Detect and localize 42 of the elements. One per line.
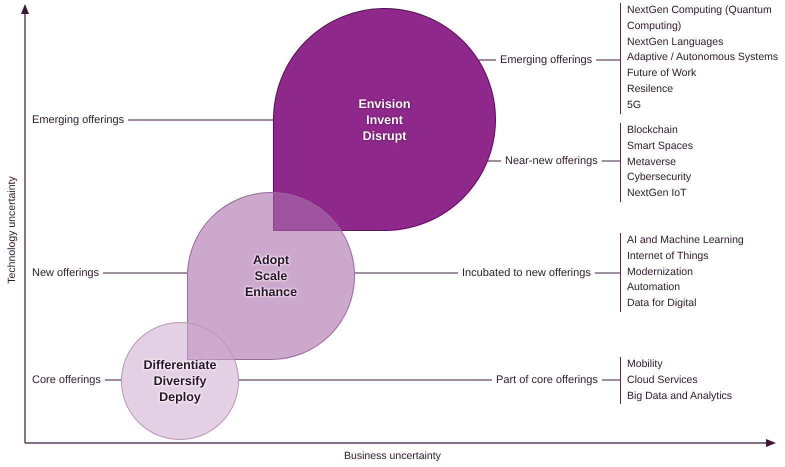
list-item: Metaverse (627, 154, 678, 170)
list-item: Internet of Things (627, 248, 710, 264)
list-item: Mobility (627, 357, 664, 372)
list-item: NextGen Computing (Quantum Computing) (627, 3, 773, 34)
stage-label: Diversify (154, 373, 206, 389)
connector-line (594, 272, 620, 274)
stage-label: Scale (254, 268, 288, 284)
row-label: Emerging offerings (496, 54, 596, 66)
stage-label: Envision (358, 96, 411, 112)
axis-title: Technology uncertainty (6, 176, 18, 284)
list-item: Big Data and Analytics (627, 388, 734, 404)
connector-line (488, 160, 502, 162)
list-item: Future of Work (627, 66, 698, 82)
list-item: Smart Spaces (627, 138, 694, 154)
row-label: New offerings (28, 267, 104, 279)
connector-line (354, 272, 458, 274)
list-item: Resilence (627, 82, 674, 97)
axis-title: Business uncertainty (344, 450, 441, 462)
row-label: Incubated to new offerings (458, 267, 595, 279)
list-item: Adaptive / Autonomous Systems (627, 50, 780, 66)
list-item: Cybersecurity (627, 170, 692, 186)
row-label: Core offerings (28, 374, 105, 386)
list-item: AI and Machine Learning (627, 233, 745, 248)
stage-label: Deploy (159, 389, 201, 405)
connector-line (102, 272, 188, 274)
stage-label: Differentiate (144, 357, 216, 373)
row-label: Emerging offerings (28, 114, 128, 126)
row-label: Part of core offerings (492, 374, 602, 386)
list-item: 5G (627, 98, 642, 113)
stage-label: Disrupt (362, 128, 406, 144)
list-item: Blockchain (627, 123, 679, 138)
list-item: Data for Digital (627, 296, 698, 312)
list-item: Modernization (627, 264, 694, 280)
list-item: Automation (627, 280, 682, 296)
stage-label: Enhance (244, 284, 298, 300)
list-item: NextGen IoT (627, 186, 688, 202)
stage-label: Invent (366, 112, 403, 128)
stage-label: Adopt (252, 252, 290, 268)
list-item: NextGen Languages (627, 34, 724, 50)
row-label: Near-new offerings (501, 155, 602, 167)
connector-line (601, 160, 620, 162)
list-item: Cloud Services (627, 372, 699, 388)
